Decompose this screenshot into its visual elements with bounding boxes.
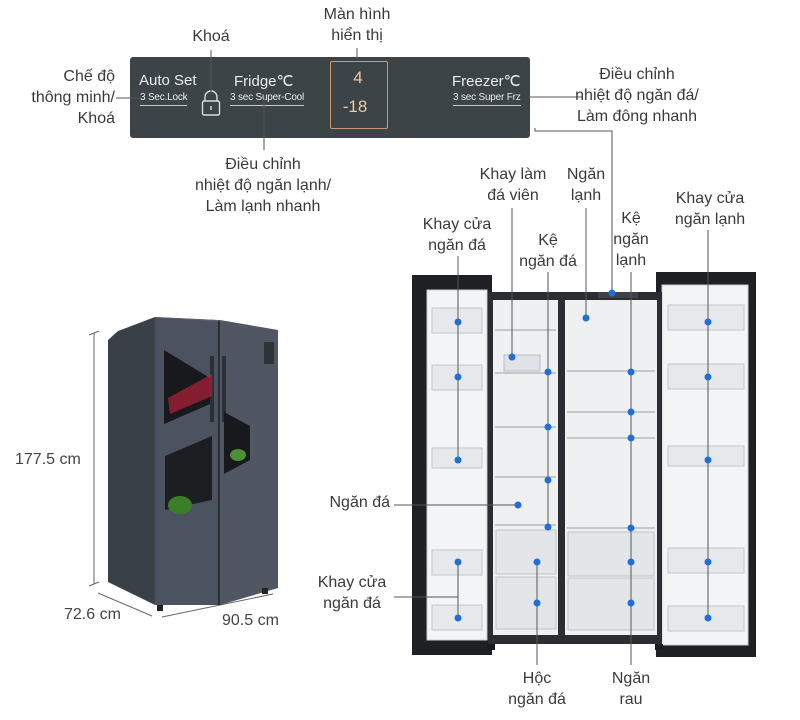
fridge-interior-view bbox=[412, 272, 756, 657]
label-fridge-adjust: Điều chỉnh nhiệt độ ngăn lạnh/ Làm lạnh … bbox=[194, 156, 332, 215]
label-freezer-door-tray-top: Khay cửa ngăn đá bbox=[422, 216, 492, 254]
fridge-sub-label: 3 sec Super-Cool bbox=[230, 92, 304, 106]
label-display-screen: Màn hình hiển thị bbox=[323, 6, 391, 44]
label-freezer-door-tray-bottom: Khay cửa ngăn đá bbox=[317, 574, 387, 612]
fridge-temp-label: Fridge℃ bbox=[234, 73, 294, 90]
height-dimension: 177.5 cm bbox=[15, 451, 81, 468]
label-freezer-compartment: Ngăn đá bbox=[329, 494, 391, 511]
label-vegetable-drawer: Ngăn rau bbox=[611, 670, 651, 708]
display-freezer-temp: -18 bbox=[342, 97, 368, 116]
label-freezer-adjust: Điều chỉnh nhiệt độ ngăn đá/ Làm đông nh… bbox=[575, 66, 699, 125]
freezer-sub-label: 3 sec Super Frz bbox=[453, 92, 521, 106]
display-fridge-temp: 4 bbox=[353, 68, 363, 87]
label-ice-tray: Khay làm đá viên bbox=[479, 166, 547, 204]
label-freezer-drawer: Hộc ngăn đá bbox=[508, 670, 566, 708]
fridge-exterior-view bbox=[108, 317, 278, 611]
label-fridge-compartment: Ngăn lạnh bbox=[566, 166, 606, 204]
label-freezer-shelf: Kệ ngăn đá bbox=[519, 232, 577, 270]
freezer-temp-label: Freezer℃ bbox=[452, 73, 521, 90]
auto-set-button-label: Auto Set bbox=[139, 72, 197, 89]
depth-dimension: 72.6 cm bbox=[64, 606, 121, 623]
width-dimension: 90.5 cm bbox=[222, 612, 279, 629]
label-smart-mode: Chế độ thông minh/ Khoá bbox=[31, 68, 115, 127]
callout-markers bbox=[454, 289, 712, 622]
label-lock: Khoá bbox=[192, 28, 230, 45]
label-fridge-door-tray: Khay cửa ngăn lạnh bbox=[674, 190, 746, 228]
temperature-display bbox=[330, 61, 388, 129]
dimension-lines bbox=[88, 330, 274, 618]
auto-set-sub-label: 3 Sec.Lock bbox=[140, 92, 188, 106]
label-fridge-shelf: Kệ ngăn lạnh bbox=[613, 210, 649, 269]
